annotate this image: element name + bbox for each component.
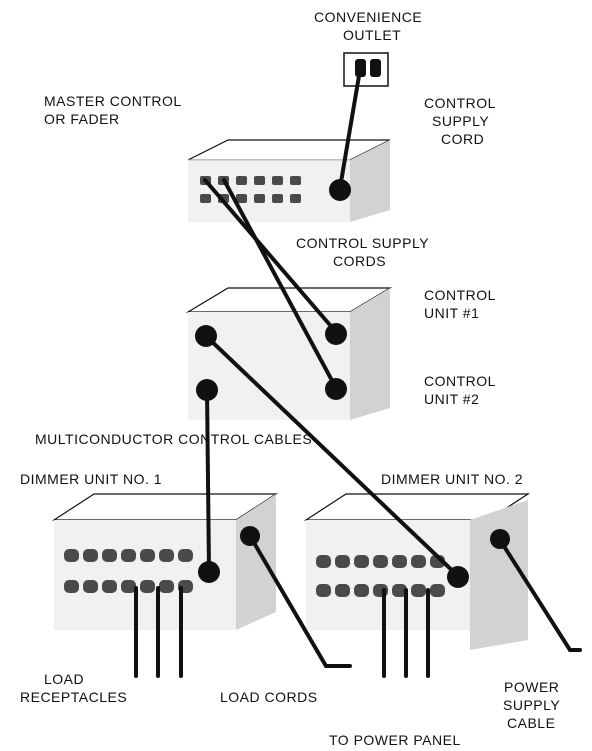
dimmer-1-cable [248,534,352,668]
control-supply-cord-label: CONTROL SUPPLY CORD [424,95,500,147]
to-power-panel-label: TO POWER PANEL [329,732,461,748]
power-panel-cords [382,588,430,678]
load-cords-label: LOAD CORDS [220,689,318,705]
load-receptacles-label: LOAD RECEPTACLES [20,671,127,705]
control-supply-cords-label: CONTROL SUPPLY CORDS [296,235,433,269]
dimmer-2-control-jack [447,566,469,588]
control-unit-2-label: CONTROL UNIT #2 [424,373,500,407]
dimmer-unit-2-label: DIMMER UNIT NO. 2 [381,471,523,487]
cable-jack-a [195,325,217,347]
control-unit-box [185,287,393,420]
convenience-outlet-label: CONVENIENCE OUTLET [314,9,427,43]
cable-jack-b [196,379,218,401]
control-unit-1-label: CONTROL UNIT #1 [424,287,500,321]
control-supply-cords [203,178,338,390]
control-supply-cord [338,68,362,190]
dimmer-1-control-jack [198,561,220,583]
dimmer-unit-2-box [303,493,531,650]
convenience-outlet [343,52,389,87]
dimmer-unit-1-label: DIMMER UNIT NO. 1 [20,471,162,487]
control-unit-1-jack [325,323,347,345]
dimmer-1-receptacles [64,549,193,593]
load-cords [134,586,183,678]
power-supply-cable-label: POWER SUPPLY CABLE [503,679,564,731]
multiconductor-label: MULTICONDUCTOR CONTROL CABLES [35,431,312,447]
dimmer-1-cable-jack [240,526,260,546]
master-control-label: MASTER CONTROL OR FADER [44,93,186,127]
master-control-box [187,139,391,222]
control-unit-2-jack [325,378,347,400]
power-supply-cable [498,538,582,652]
power-supply-cable-jack [490,529,510,549]
control-supply-cord-plug [329,179,351,201]
multiconductor-control-cables [204,334,460,578]
